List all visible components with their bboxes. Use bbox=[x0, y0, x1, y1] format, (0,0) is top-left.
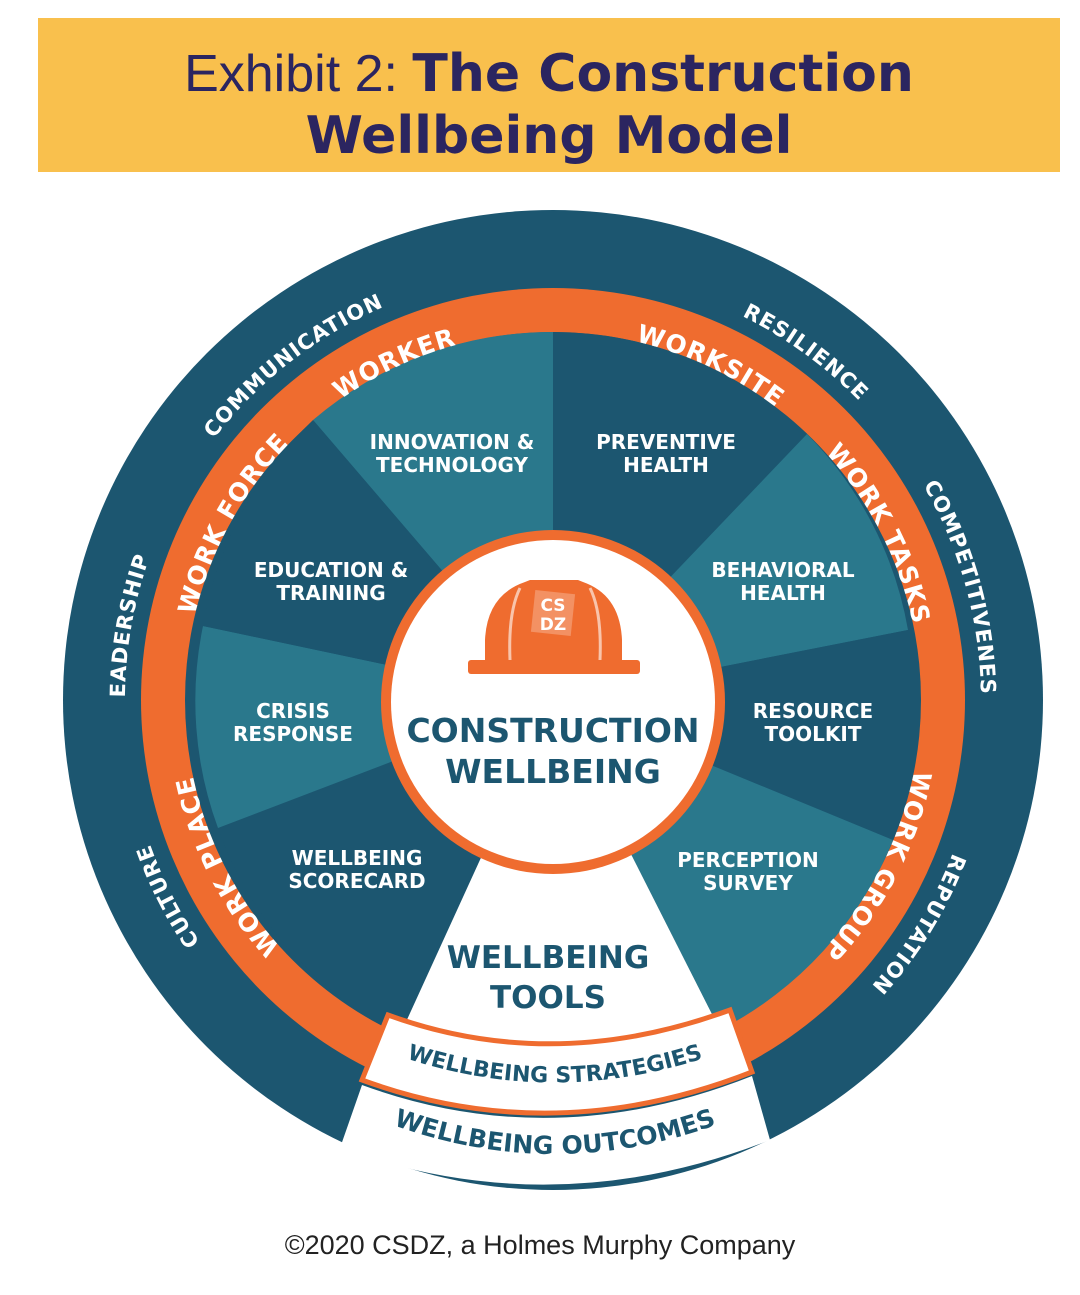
outcomes-band bbox=[340, 1076, 770, 1185]
strategies-band bbox=[358, 1006, 756, 1116]
tools-wedge bbox=[400, 700, 720, 1070]
center-title-line1: CONSTRUCTION bbox=[406, 711, 699, 750]
wedge-label-preventive-2: HEALTH bbox=[623, 453, 709, 477]
title-bold-part: The Construction bbox=[412, 44, 914, 104]
wedge-label-scorecard-2: SCORECARD bbox=[288, 869, 425, 893]
center-circle bbox=[391, 540, 715, 864]
wedge-label-resource-2: TOOLKIT bbox=[765, 722, 862, 746]
tools-label-line2: TOOLS bbox=[490, 980, 606, 1016]
title-line-2: Wellbeing Model bbox=[305, 106, 793, 166]
wedge-label-resource-1: RESOURCE bbox=[753, 699, 873, 723]
wedge-label-education-1: EDUCATION & bbox=[254, 558, 408, 582]
wedge-label-crisis-2: RESPONSE bbox=[233, 722, 353, 746]
footer-copyright: ©2020 CSDZ, a Holmes Murphy Company bbox=[284, 1230, 796, 1260]
wedge-label-preventive-1: PREVENTIVE bbox=[596, 430, 736, 454]
helmet-logo-line1: CS bbox=[540, 596, 565, 616]
wedge-label-perception-2: SURVEY bbox=[703, 871, 793, 895]
wedge-label-crisis-1: CRISIS bbox=[256, 699, 330, 723]
title-banner: Exhibit 2: The Construction Wellbeing Mo… bbox=[38, 18, 1060, 172]
center-title-line2: WELLBEING bbox=[445, 752, 661, 791]
tools-label-line1: WELLBEING bbox=[447, 940, 650, 976]
wedge-label-behavioral-1: BEHAVIORAL bbox=[711, 558, 855, 582]
wedge-label-behavioral-2: HEALTH bbox=[740, 581, 826, 605]
wedge-crisis bbox=[195, 626, 553, 828]
wedge-label-education-2: TRAINING bbox=[276, 581, 385, 605]
wedge-label-innovation-1: INNOVATION & bbox=[370, 430, 535, 454]
title-prefix: Exhibit 2: bbox=[184, 45, 413, 103]
wedge-label-scorecard-1: WELLBEING bbox=[292, 846, 423, 870]
helmet-logo-line2: DZ bbox=[540, 615, 566, 635]
wedge-label-perception-1: PERCEPTION bbox=[677, 848, 819, 872]
title-line-1: Exhibit 2: The Construction bbox=[38, 42, 1060, 106]
helmet-icon bbox=[468, 580, 640, 674]
wedge-label-innovation-2: TECHNOLOGY bbox=[376, 453, 528, 477]
